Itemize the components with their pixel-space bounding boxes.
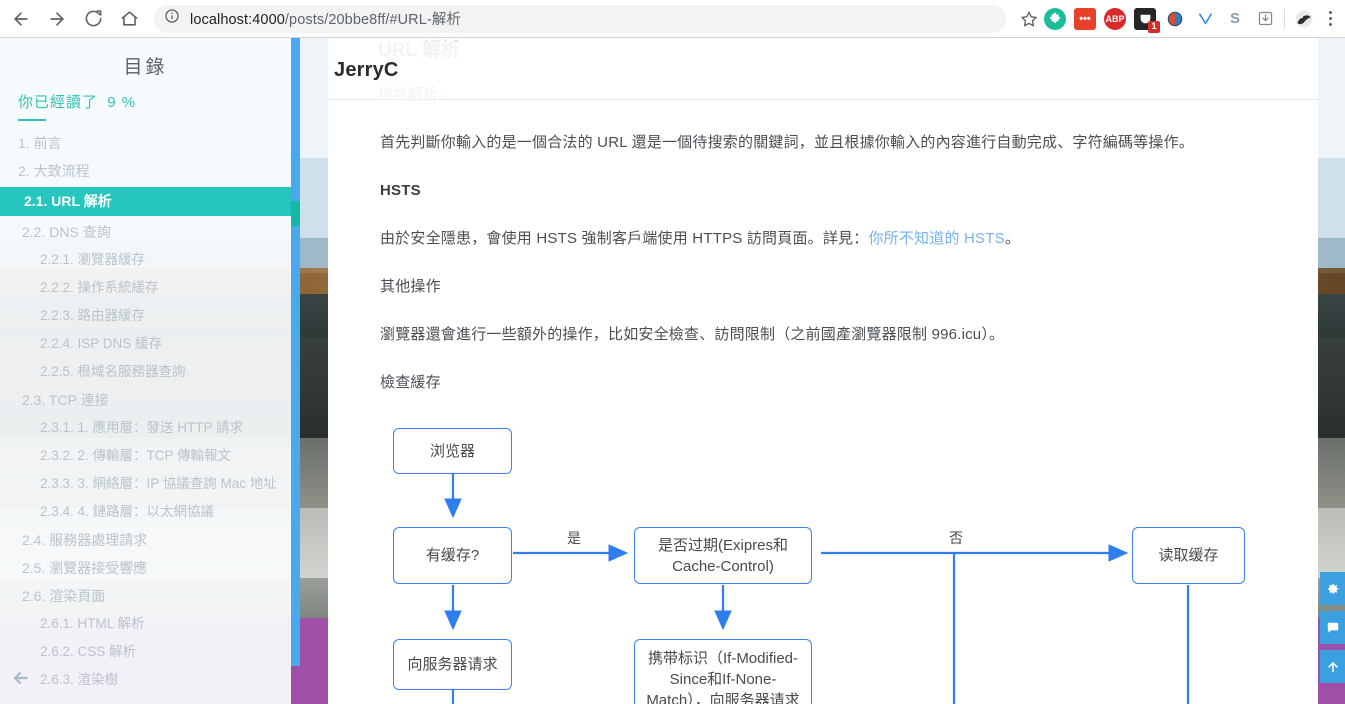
adblock-plus-icon[interactable]: ABP: [1104, 7, 1126, 30]
toc-item-1[interactable]: 2. 大致流程: [18, 163, 90, 179]
profile-avatar-icon[interactable]: [1293, 8, 1315, 30]
paragraph-hsts-tail: 。: [1004, 230, 1021, 247]
forward-arrow-icon[interactable]: [42, 4, 72, 34]
toc-item-15[interactable]: 2.5. 瀏覽器接受響應: [22, 560, 148, 576]
toc-item-7[interactable]: 2.2.4. ISP DNS 緩存: [40, 336, 163, 351]
url-path: /posts/20bbe8ff/#URL-解析: [284, 12, 462, 28]
back-to-top-arrow-icon[interactable]: [10, 668, 30, 692]
article-content: 首先判斷你輸入的是一個合法的 URL 還是一個待搜索的關鍵詞，並且根據你輸入的內…: [328, 100, 1318, 704]
toc-item-10[interactable]: 2.3.1. 1. 應用層：發送 HTTP 請求: [40, 420, 244, 435]
toc-item-17[interactable]: 2.6.1. HTML 解析: [40, 616, 145, 631]
v-extension-icon[interactable]: [1194, 8, 1216, 30]
toolbar-separator: [1284, 8, 1285, 29]
toc-item-18[interactable]: 2.6.2. CSS 解析: [40, 644, 137, 659]
flow-node-carry-tag-label: 携带标识（If-Modified-Since和If-None-Match），向服…: [646, 650, 800, 704]
toc-item-8[interactable]: 2.2.5. 根域名服務器查詢: [40, 364, 186, 379]
sticky-site-header: JerryC: [328, 41, 1318, 99]
flowchart-edges: [444, 474, 1190, 704]
paragraph-intro: 首先判斷你輸入的是一個合法的 URL 還是一個待搜索的關鍵詞，並且根據你輸入的內…: [380, 134, 1194, 151]
toc-title: 目錄: [123, 57, 168, 78]
toc-item-3[interactable]: 2.2. DNS 查詢: [22, 224, 111, 240]
s-extension-icon[interactable]: S: [1229, 10, 1240, 27]
paragraph-hsts: 由於安全隱患，會使用 HSTS 強制客戶端使用 HTTPS 訪問頁面。詳見：你所…: [380, 226, 1266, 252]
reading-progress: 你已經讀了 9 %: [0, 89, 291, 116]
flow-node-read-cache: 读取缓存: [1132, 527, 1245, 584]
flow-edge-label-yes: 是: [563, 528, 585, 548]
toc-item-5[interactable]: 2.2.2. 操作系統緩存: [40, 280, 159, 295]
paragraph-hsts-text: 由於安全隱患，會使用 HSTS 強制客戶端使用 HTTPS 訪問頁面。詳見：: [380, 230, 869, 247]
back-to-top-fab[interactable]: [1320, 650, 1345, 683]
toc-item-11[interactable]: 2.3.2. 2. 傳輸層：TCP 傳輸報文: [40, 448, 232, 463]
flow-node-has-cache: 有缓存?: [393, 527, 512, 584]
toc-item-9[interactable]: 2.3. TCP 連接: [22, 392, 109, 408]
cache-flowchart: 浏览器 有缓存? 是否过期(Exipres和 Cache-Control) 读取…: [380, 418, 1260, 704]
toc-item-19[interactable]: 2.6.3. 渲染樹: [40, 672, 119, 687]
toc-item-4[interactable]: 2.2.1. 瀏覽器緩存: [40, 252, 146, 267]
dots-extension-icon[interactable]: •••: [1074, 7, 1096, 30]
toc-item-0[interactable]: 1. 前言: [18, 135, 62, 151]
download-extension-icon[interactable]: [1254, 8, 1276, 30]
toc-item-13[interactable]: 2.3.4. 4. 鏈路層：以太網協議: [40, 504, 215, 519]
heading-other-ops: 其他操作: [380, 278, 441, 295]
address-bar[interactable]: localhost:4000/posts/20bbe8ff/#URL-解析: [154, 4, 1006, 33]
page-info-icon[interactable]: [164, 8, 180, 29]
page-viewport: 目錄 你已經讀了 9 % 1. 前言 2. 大致流程 2.1. URL 解析 2.2.…: [0, 38, 1345, 704]
back-arrow-icon[interactable]: [6, 4, 36, 34]
heading-check-cache: 檢查緩存: [380, 374, 441, 391]
pane-scrollbar-thumb[interactable]: [291, 201, 300, 226]
flow-node-request-server-label: 向服务器请求: [407, 656, 498, 673]
pane-scrollbar[interactable]: [291, 38, 300, 666]
flow-node-expired: 是否过期(Exipres和 Cache-Control): [634, 527, 812, 584]
toc-list: 1. 前言 2. 大致流程 2.1. URL 解析 2.2. DNS 查詢 2.2.1.…: [0, 129, 291, 694]
toc-item-2[interactable]: 2.1. URL 解析: [0, 187, 291, 216]
settings-gear-fab[interactable]: [1320, 572, 1345, 605]
comment-fab[interactable]: [1320, 611, 1345, 644]
url-host: localhost:4000: [190, 12, 285, 28]
flow-edge-label-no: 否: [945, 528, 967, 548]
toc-item-12[interactable]: 2.3.3. 3. 網絡層：IP 協議查詢 Mac 地址: [40, 476, 277, 491]
toc-item-6[interactable]: 2.2.3. 路由器緩存: [40, 308, 146, 323]
heading-hsts: HSTS: [380, 182, 421, 199]
globe-extension-icon[interactable]: [1164, 8, 1186, 30]
paragraph-other-ops: 瀏覽器還會進行一些額外的操作，比如安全檢查、訪問限制（之前國產瀏覽器限制 996…: [380, 326, 1005, 343]
reading-progress-underline: [18, 119, 46, 121]
header-divider: [328, 99, 1318, 100]
floating-action-buttons: [1320, 572, 1345, 689]
flow-node-has-cache-label: 有缓存?: [425, 547, 480, 564]
toc-item-16[interactable]: 2.6. 渲染頁面: [22, 588, 106, 604]
reading-progress-unit: %: [121, 94, 137, 111]
article-panel: URL 解析 地址解析： JerryC 首先判斷你輸入的是一個合法的 URL 還…: [328, 38, 1318, 704]
toc-item-14[interactable]: 2.4. 服務器處理請求: [22, 532, 148, 548]
bookmark-star-icon[interactable]: [1014, 5, 1044, 33]
flow-node-expired-label: 是否过期(Exipres和 Cache-Control): [657, 536, 788, 575]
flow-node-request-server: 向服务器请求: [393, 639, 512, 690]
reload-icon[interactable]: [78, 4, 108, 34]
reading-progress-label: 你已經讀了: [18, 94, 99, 111]
url-text: localhost:4000/posts/20bbe8ff/#URL-解析: [190, 8, 461, 29]
hsts-article-link[interactable]: 你所不知道的 HSTS: [868, 230, 1005, 247]
table-of-contents-panel: 目錄 你已經讀了 9 % 1. 前言 2. 大致流程 2.1. URL 解析 2.2.…: [0, 38, 291, 704]
extension-tray: ••• ABP 1 S: [1044, 7, 1319, 33]
three-dot-menu-icon[interactable]: [1321, 7, 1339, 31]
home-icon[interactable]: [114, 4, 144, 34]
extension-badge-count: 1: [1148, 20, 1160, 33]
flow-node-browser: 浏览器: [393, 428, 512, 474]
flow-node-browser-label: 浏览器: [429, 442, 475, 460]
puzzle-extension-icon[interactable]: [1044, 7, 1066, 30]
site-brand[interactable]: JerryC: [334, 58, 399, 81]
browser-toolbar: localhost:4000/posts/20bbe8ff/#URL-解析 ••…: [0, 0, 1345, 38]
flow-node-carry-tag: 携带标识（If-Modified-Since和If-None-Match），向服…: [634, 639, 812, 704]
flow-node-read-cache-label: 读取缓存: [1158, 547, 1219, 564]
pocket-extension-icon[interactable]: 1: [1134, 7, 1160, 33]
reading-progress-value: 9: [107, 94, 117, 111]
